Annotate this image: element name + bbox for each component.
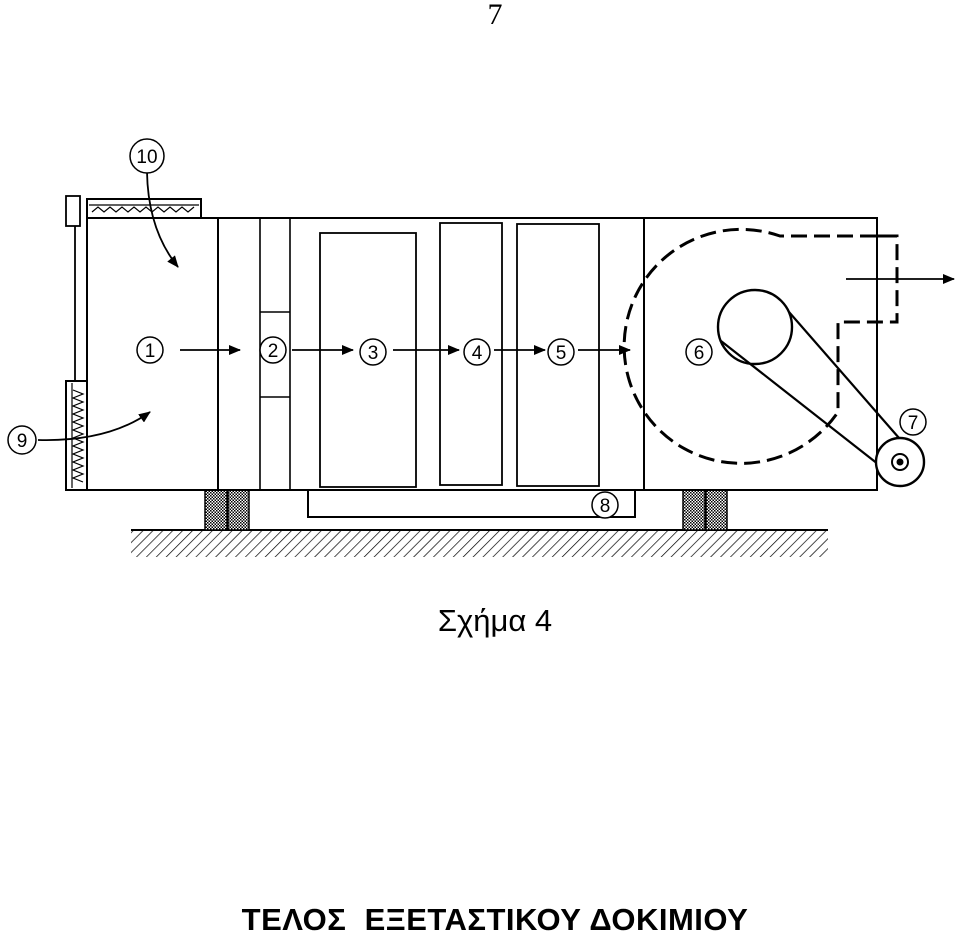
- callout-2-text: 2: [268, 341, 279, 362]
- callout-2: 2: [259, 336, 287, 364]
- callout-6-text: 6: [694, 343, 705, 364]
- airflow-arrows: [37, 171, 955, 441]
- coil-4: [439, 222, 503, 486]
- callout-7-text: 7: [908, 413, 919, 434]
- floor-ground: [131, 529, 828, 557]
- callout-8: 8: [591, 491, 619, 519]
- callout-9: 9: [7, 425, 37, 455]
- callout-10-text: 10: [136, 147, 157, 168]
- callout-3: 3: [359, 338, 387, 366]
- top-damper: [86, 198, 202, 219]
- footer-text: ΤΕΛΟΣ ΕΞΕΤΑΣΤΙΚΟΥ ΔΟΚΙΜΙΟΥ: [241, 902, 749, 937]
- callout-5: 5: [547, 338, 575, 366]
- callout-6: 6: [685, 338, 713, 366]
- drive-belt: [720, 311, 914, 469]
- callout-4-text: 4: [472, 343, 483, 364]
- callout-1: 1: [136, 336, 164, 364]
- fan-pulley: [716, 288, 794, 366]
- callout-7: 7: [899, 408, 927, 436]
- coil-5: [516, 223, 600, 487]
- drain-pan: [307, 489, 636, 518]
- coil-3: [319, 232, 417, 488]
- figure-caption: Σχήμα 4: [437, 603, 553, 638]
- callout-4: 4: [463, 338, 491, 366]
- callout-10: 10: [129, 138, 165, 174]
- side-damper: [65, 195, 88, 491]
- callout-9-text: 9: [17, 431, 28, 452]
- fan-scroll-housing: [622, 227, 899, 465]
- callout-1-text: 1: [145, 341, 156, 362]
- callout-8-text: 8: [600, 496, 611, 517]
- page-number: 7: [487, 0, 503, 31]
- motor: [874, 436, 926, 488]
- callout-5-text: 5: [556, 343, 567, 364]
- callout-3-text: 3: [368, 343, 379, 364]
